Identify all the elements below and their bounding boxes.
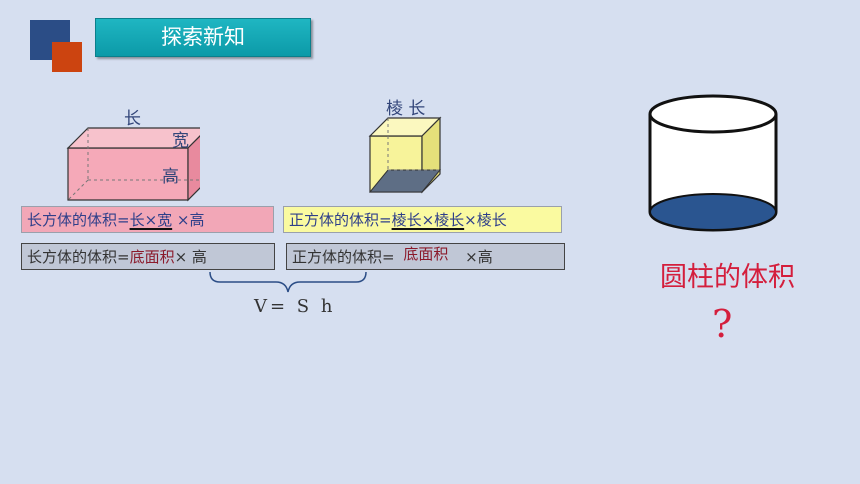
cuboid-figure bbox=[66, 127, 200, 202]
logo-square-orange bbox=[52, 42, 82, 72]
cube-figure bbox=[368, 116, 442, 194]
cube-base-area-formula: 正方体的体积= 底面积 ×高 bbox=[286, 243, 565, 270]
cuboid-side-face bbox=[187, 135, 200, 202]
cylinder-top bbox=[648, 94, 778, 134]
formula-base-area: 底面积 bbox=[403, 245, 449, 263]
cuboid-length-label: 长 bbox=[124, 109, 141, 129]
cuboid-volume-formula: 长方体的体积=长×宽 ×高 bbox=[21, 206, 274, 233]
formula-prefix: 长方体的体积= bbox=[27, 248, 130, 266]
formula-length-width: 长×宽 bbox=[129, 211, 173, 229]
cuboid-height-label: 高 bbox=[162, 167, 179, 187]
formula-base-area: 底面积 bbox=[129, 248, 175, 266]
formula-height: ×高 bbox=[172, 211, 205, 229]
cylinder-volume-label: 圆柱的体积 bbox=[660, 262, 795, 293]
cube-base-shade bbox=[368, 169, 442, 193]
cuboid-base-area-formula: 长方体的体积=底面积× 高 bbox=[21, 243, 275, 270]
formula-prefix: 正方体的体积= bbox=[289, 211, 392, 229]
cube-edge-label: 棱 长 bbox=[386, 99, 426, 119]
cube-volume-formula: 正方体的体积=棱长×棱长×棱长 bbox=[283, 206, 562, 233]
formula-prefix: 正方体的体积= bbox=[292, 248, 395, 266]
cylinder-base bbox=[649, 193, 777, 231]
cuboid-top-face bbox=[66, 127, 200, 149]
cuboid-hidden-edge-d bbox=[67, 179, 89, 201]
general-volume-formula: V= S h bbox=[254, 296, 336, 317]
formula-edge: ×棱长 bbox=[464, 211, 507, 229]
formula-prefix: 长方体的体积= bbox=[27, 211, 130, 229]
cylinder-figure bbox=[648, 94, 778, 232]
formula-height: ×高 bbox=[465, 248, 493, 266]
question-mark: ? bbox=[712, 302, 733, 346]
section-title: 探索新知 bbox=[95, 18, 311, 57]
formula-edge-edge: 棱长×棱长 bbox=[391, 211, 465, 229]
formula-height: × 高 bbox=[174, 248, 207, 266]
grouping-brace bbox=[209, 271, 367, 293]
cuboid-width-label: 宽 bbox=[172, 131, 189, 151]
